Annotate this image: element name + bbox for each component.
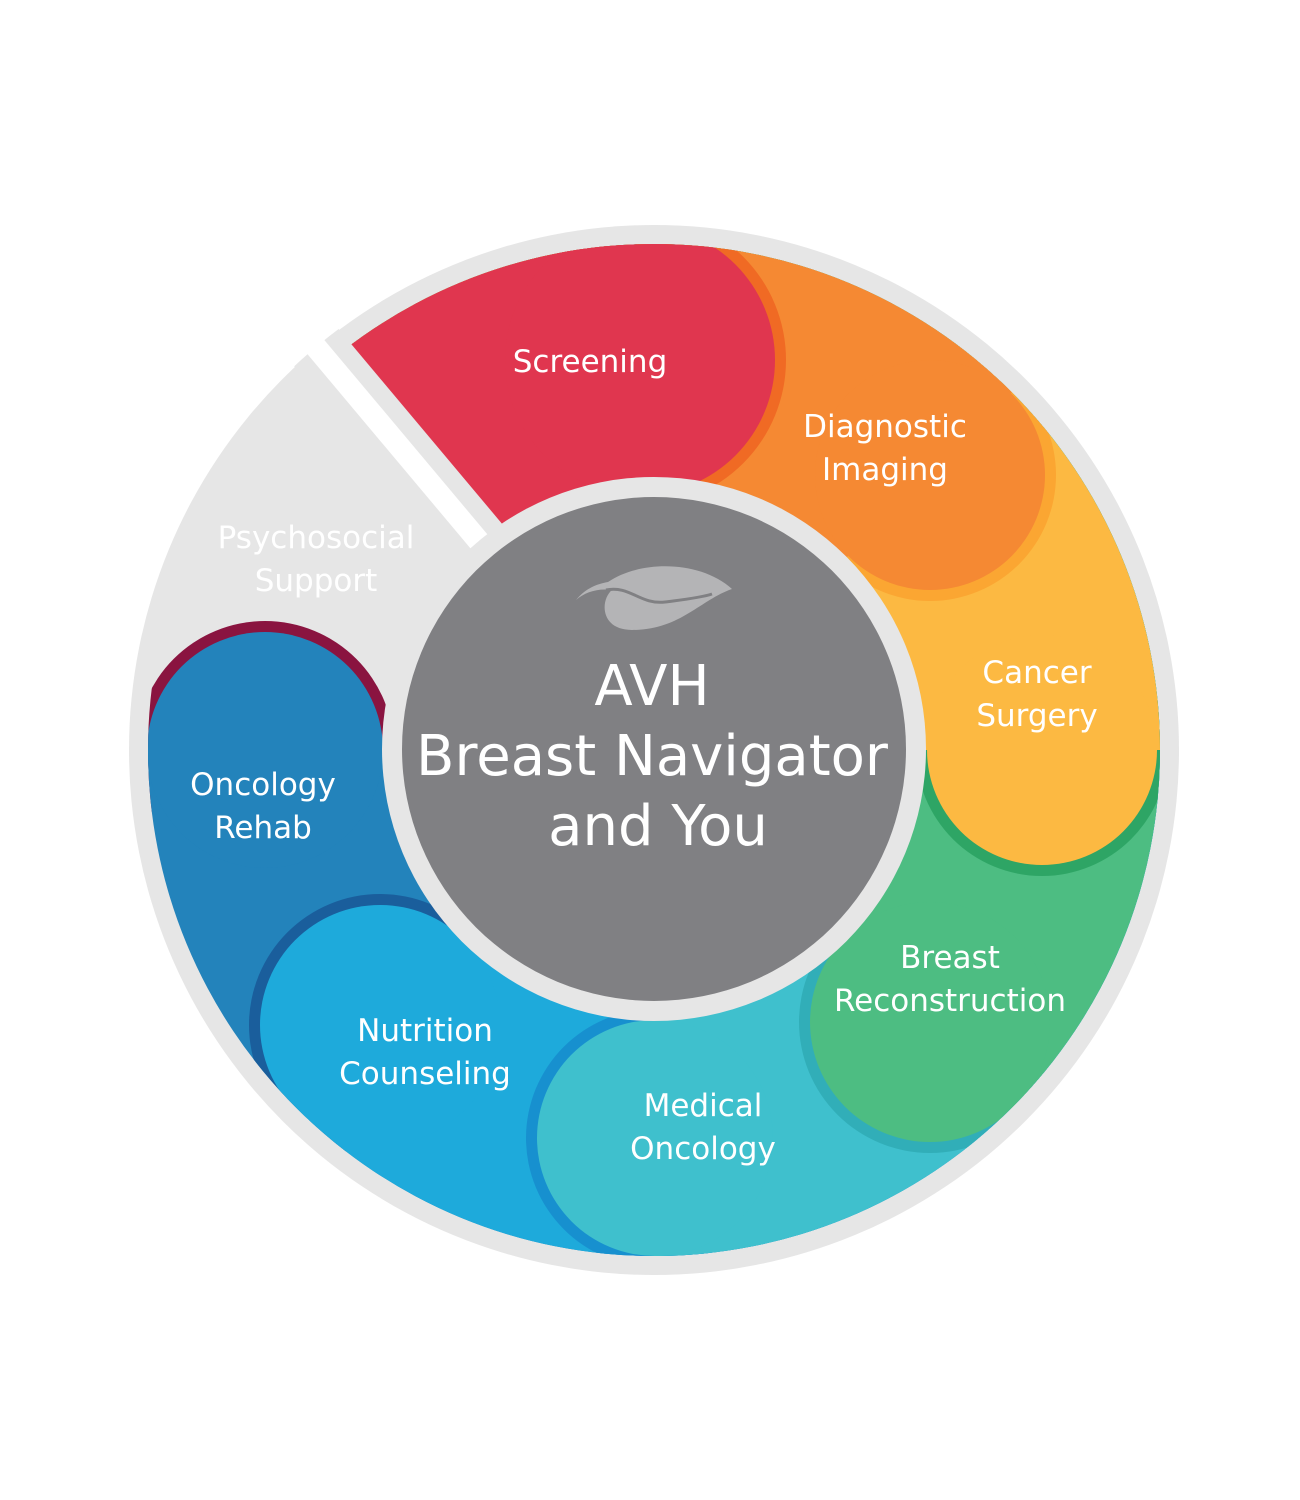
segment-label: Cancer bbox=[982, 655, 1091, 691]
segment-label: Medical bbox=[644, 1088, 763, 1124]
center-disk bbox=[402, 497, 906, 1001]
segment-label: Support bbox=[255, 563, 378, 599]
segment-label: Diagnostic bbox=[803, 409, 967, 445]
leaf-icon bbox=[576, 566, 732, 630]
segment-label: Imaging bbox=[822, 452, 948, 488]
center-title-line-2: Breast Navigator bbox=[416, 724, 889, 789]
segment-label: Counseling bbox=[339, 1056, 511, 1092]
segment-label: Rehab bbox=[214, 810, 312, 846]
center-title-line-3: and You bbox=[548, 794, 768, 859]
segment-label: Oncology bbox=[190, 767, 336, 803]
segment-label: Breast bbox=[900, 940, 1000, 976]
segment-label: Reconstruction bbox=[834, 983, 1066, 1019]
segment-label: Psychosocial bbox=[218, 520, 415, 556]
segment-label: Nutrition bbox=[357, 1013, 493, 1049]
segment-label: Screening bbox=[513, 344, 668, 380]
segment-label: Surgery bbox=[976, 698, 1097, 734]
segment-label: Oncology bbox=[630, 1131, 776, 1167]
center-title-line-1: AVH bbox=[594, 654, 709, 719]
